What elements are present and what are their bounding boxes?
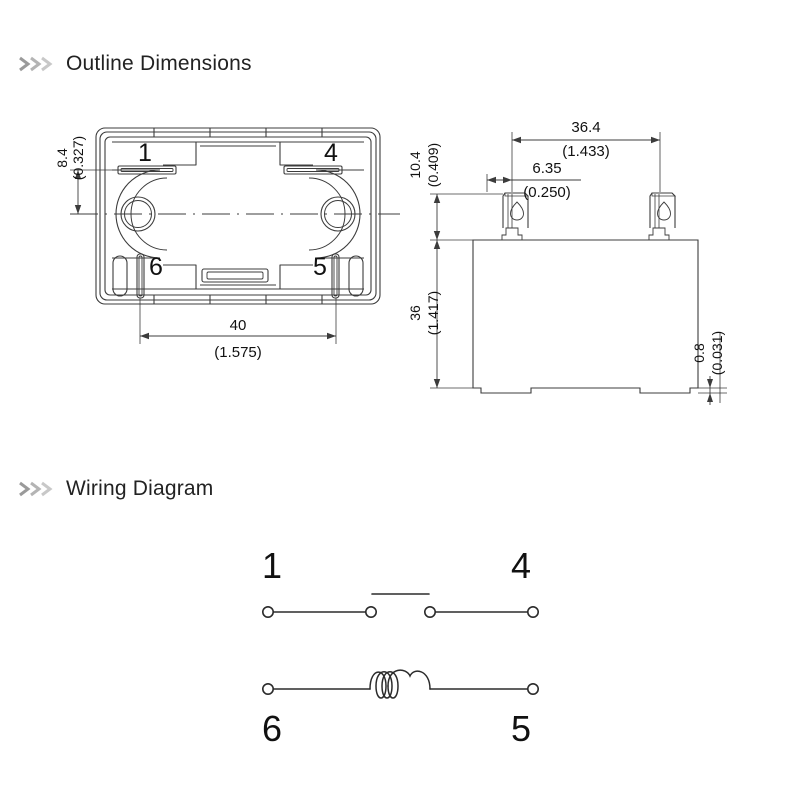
dim-terminal-offset-in: (0.327) [70,136,86,180]
wiring-label-5: 5 [511,708,531,749]
dim-foot-thickness-mm: 0.8 [691,343,707,363]
dim-hole-pitch-in: (1.575) [214,344,262,361]
dim-terminal-height-in: (0.409) [425,143,441,187]
dim-body-height-mm: 36 [407,305,423,321]
top-view-label-5: 5 [313,253,327,281]
top-view-label-1: 1 [138,139,152,167]
wiring-node-4 [526,606,539,619]
wiring-node-1 [261,606,274,619]
dim-hole-pitch-mm: 40 [230,317,247,334]
dim-body-height-in: (1.417) [425,291,441,335]
triple-chevron-right-icon [18,480,56,498]
dim-foot-thickness-in: (0.031) [709,331,725,375]
wiring-node-switch-left [365,606,378,619]
wiring-label-4: 4 [511,545,531,586]
dim-body-width-mm: 36.4 [571,119,600,136]
wiring-node-6 [261,683,274,696]
section-header-wiring: Wiring Diagram [18,478,214,499]
section-title-wiring: Wiring Diagram [66,477,214,500]
section-header-outline: Outline Dimensions [18,53,252,74]
top-view-label-6: 6 [149,253,163,281]
dim-body-width-in: (1.433) [562,143,610,160]
wiring-diagram-drawing: 1 4 6 5 [230,528,570,763]
top-view-label-4: 4 [324,139,338,167]
wiring-node-5 [526,683,539,696]
dim-terminal-offset-mm: 8.4 [54,148,70,168]
front-view-drawing: 36.4 (1.433) 6.35 (0.250) 10.4 (0.409) 3… [405,108,775,408]
triple-chevron-right-icon [18,55,56,73]
wiring-label-6: 6 [262,708,282,749]
dim-terminal-width-mm: 6.35 [532,160,561,177]
top-view-drawing: 1 4 6 5 8.4 (0.327) 40 (1.575) [50,108,400,373]
wiring-node-switch-right [424,606,437,619]
dim-terminal-width-in: (0.250) [523,184,571,201]
section-title-outline: Outline Dimensions [66,52,252,75]
dim-terminal-height-mm: 10.4 [407,151,423,178]
wiring-label-1: 1 [262,545,282,586]
